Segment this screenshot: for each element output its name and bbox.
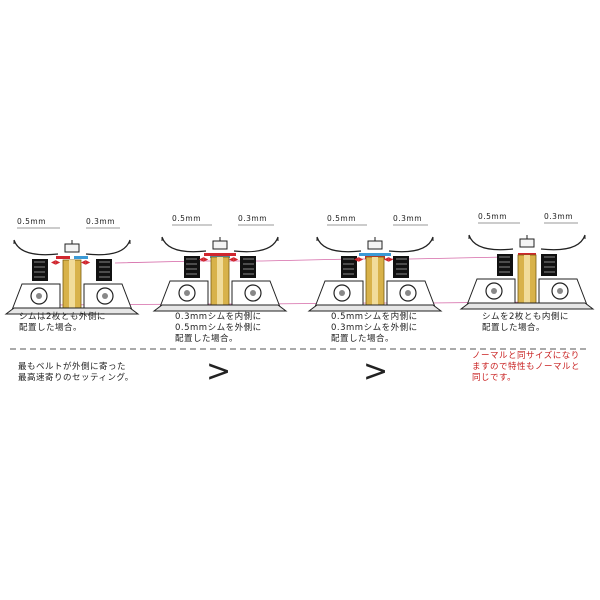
panel-1-roller-left-hub bbox=[36, 293, 42, 299]
panel-2-caption: 0.3mmシムを内側に 0.5mmシムを外側に 配置した場合。 bbox=[175, 312, 262, 344]
panel-4-sheave-left bbox=[468, 234, 514, 251]
panel-1-shim-05 bbox=[56, 256, 70, 259]
panel-2-belt-right bbox=[240, 256, 256, 278]
panel-4-label-left: 0.5mm bbox=[478, 212, 508, 221]
panel-1-arrow-right: ◀▶ bbox=[81, 259, 91, 266]
panel-2-roller-right-hub bbox=[250, 290, 256, 296]
left-note: 最もベルトが外側に寄った 最高速寄りのセッティング。 bbox=[18, 362, 134, 383]
panel-1-nut bbox=[64, 243, 80, 253]
panel-2-belt-left bbox=[184, 256, 200, 278]
panel-4-sheave-right bbox=[540, 234, 586, 251]
panel-1-sheave-right bbox=[85, 239, 131, 256]
panel-3-label-left: 0.5mm bbox=[327, 214, 357, 223]
panel-1-label-right: 0.3mm bbox=[86, 217, 116, 226]
panel-4-nut bbox=[519, 238, 535, 248]
panel-3-nut bbox=[367, 240, 383, 250]
panel-4-caption: シムを2枚とも内側に 配置した場合。 bbox=[482, 312, 569, 333]
panel-3-arrow-right: ◀▶ bbox=[384, 256, 394, 263]
panel-2-arrow-left: ◀▶ bbox=[199, 256, 209, 263]
panel-2-sheave-left bbox=[161, 236, 207, 253]
panel-3-shim-03 bbox=[359, 253, 391, 256]
panel-3-sheave-right bbox=[388, 236, 434, 253]
panel-3-base-plate bbox=[307, 304, 443, 312]
panel-2-shim-05 bbox=[204, 253, 236, 256]
panel-1-roller-right-hub bbox=[102, 293, 108, 299]
panel-3-roller-left-hub bbox=[339, 290, 345, 296]
panel-2-label-right: 0.3mm bbox=[238, 214, 268, 223]
panel-1-sheave-left bbox=[13, 239, 59, 256]
panel-4-roller-right-hub bbox=[557, 288, 563, 294]
panel-2-collar-highlight bbox=[217, 257, 223, 305]
panel-2-base-plate bbox=[152, 304, 288, 312]
panel-4-roller-left-hub bbox=[491, 288, 497, 294]
panel-4-base-plate bbox=[459, 302, 595, 310]
greater-than-symbol-1: > bbox=[206, 354, 232, 389]
panel-1-shim-03 bbox=[74, 256, 88, 259]
panel-2-arrow-right: ◀▶ bbox=[229, 256, 239, 263]
panel-4-belt-left bbox=[497, 254, 513, 276]
panel-3-arrow-left: ◀▶ bbox=[354, 256, 364, 263]
right-warning-note: ノーマルと同サイズになり ますので特性もノーマルと 同じです。 bbox=[472, 351, 581, 383]
panel-1-belt-right bbox=[96, 259, 112, 281]
panel-3-sheave-left bbox=[316, 236, 362, 253]
panel-3-caption: 0.5mmシムを内側に 0.3mmシムを外側に 配置した場合。 bbox=[331, 312, 418, 344]
panel-1-label-left: 0.5mm bbox=[17, 217, 47, 226]
panel-1-belt-left bbox=[32, 259, 48, 281]
panel-3-belt-left bbox=[341, 256, 357, 278]
panel-1-caption: シムは2枚とも外側に 配置した場合。 bbox=[19, 312, 106, 333]
panel-2-roller-left-hub bbox=[184, 290, 190, 296]
panel-2-label-left: 0.5mm bbox=[172, 214, 202, 223]
panel-4-collar-highlight bbox=[524, 255, 530, 303]
panel-2-sheave-right bbox=[233, 236, 279, 253]
panel-4-label-right: 0.3mm bbox=[544, 212, 574, 221]
panel-1-arrow-left: ◀▶ bbox=[51, 259, 61, 266]
panel-3-roller-right-hub bbox=[405, 290, 411, 296]
panel-4-belt-right bbox=[541, 254, 557, 276]
greater-than-symbol-2: > bbox=[363, 354, 389, 389]
panel-2-nut bbox=[212, 240, 228, 250]
panel-3-collar-highlight bbox=[372, 257, 378, 305]
panel-3-label-right: 0.3mm bbox=[393, 214, 423, 223]
belt-position-guide-line bbox=[114, 256, 506, 264]
panel-1-base-plate bbox=[4, 307, 140, 315]
panel-1-collar-highlight bbox=[69, 260, 75, 308]
panel-3-belt-right bbox=[393, 256, 409, 278]
